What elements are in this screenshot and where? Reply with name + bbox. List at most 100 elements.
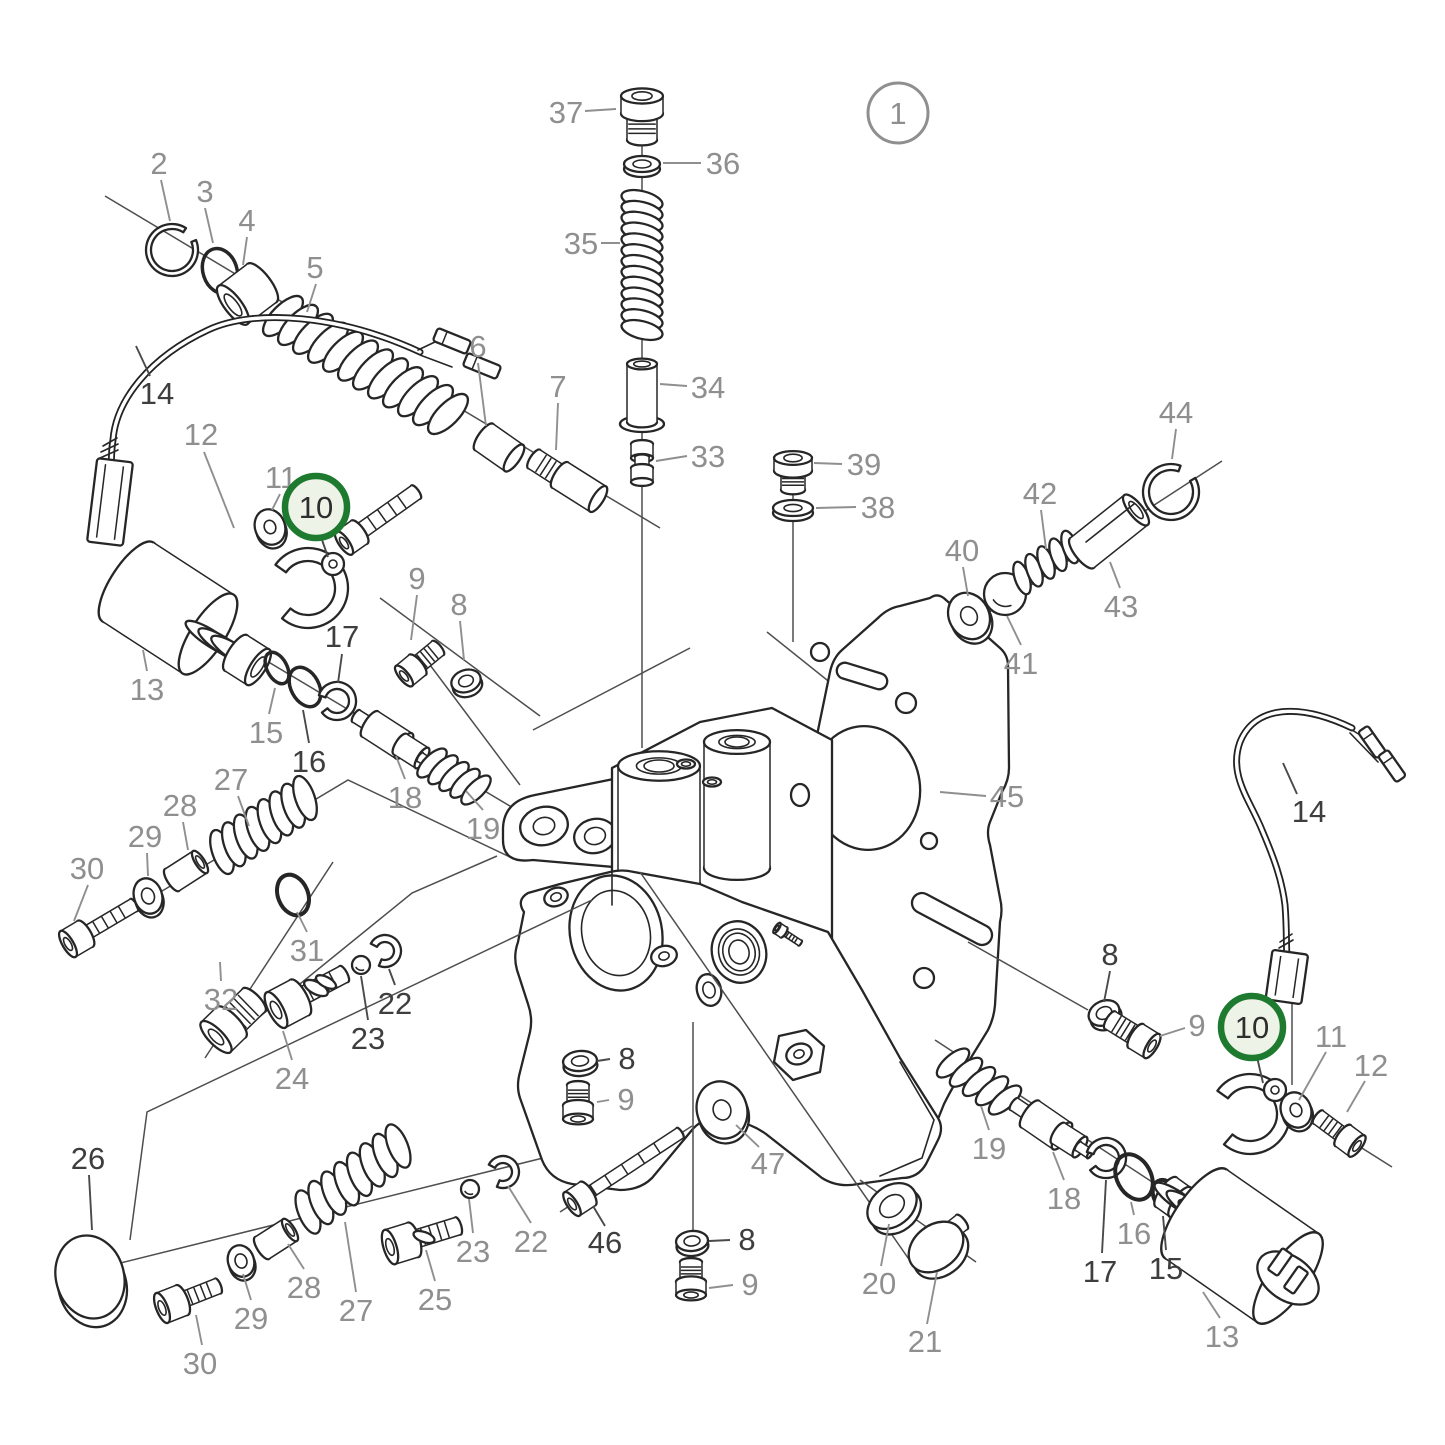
callout-18: 18	[1047, 1181, 1081, 1216]
callout-27: 27	[214, 762, 248, 797]
leader-4	[242, 236, 248, 266]
callout-28: 28	[287, 1270, 321, 1305]
part-5-spring	[261, 294, 470, 436]
part-20-washer	[866, 1181, 923, 1236]
leader-28	[287, 1243, 305, 1270]
part-39-plug-screw	[772, 450, 814, 496]
part-18-valve-spool-right	[1008, 1096, 1095, 1160]
leader-14	[135, 345, 151, 377]
part-valve-body	[501, 706, 943, 1192]
part-11-washer-right	[1279, 1091, 1315, 1133]
part-4-piston-cup	[215, 262, 280, 326]
part-9-screw-c2	[674, 1256, 708, 1302]
callout-34: 34	[691, 370, 725, 405]
part-14-cable-left	[86, 314, 502, 547]
part-25-adjusting-screw	[380, 1216, 464, 1266]
leader-30	[195, 1314, 203, 1346]
callout-18: 18	[388, 780, 422, 815]
part-22-clip	[369, 933, 403, 969]
callout-27: 27	[339, 1293, 373, 1328]
leader-39	[813, 462, 843, 465]
callout-25: 25	[418, 1282, 452, 1317]
leader-9	[1159, 1027, 1186, 1037]
connector-right	[1264, 948, 1309, 1006]
leader-7	[555, 402, 559, 451]
callout-47: 47	[751, 1146, 785, 1181]
leader-9	[596, 1099, 610, 1103]
part-2-snap-ring	[144, 222, 200, 278]
highlight-circle	[1217, 992, 1287, 1062]
spade-terminal	[432, 327, 472, 355]
part-32-plug-screw	[199, 986, 268, 1055]
callout-44: 44	[1159, 395, 1193, 430]
highlight-circle	[281, 472, 351, 542]
callout-4: 4	[238, 203, 255, 238]
part-40-washer	[946, 591, 994, 645]
leader-16	[302, 709, 310, 744]
part-22-clip-2	[487, 1154, 521, 1190]
part-10-shift-fork-right	[1216, 1072, 1292, 1156]
part-13-solenoid-left	[97, 540, 273, 687]
part-23-ball	[350, 954, 372, 976]
leader-13	[142, 649, 148, 672]
leader-43	[1109, 561, 1121, 589]
callout-46: 46	[588, 1225, 622, 1260]
callout-8: 8	[738, 1222, 755, 1257]
callout-26: 26	[71, 1141, 105, 1176]
leader-3	[204, 207, 214, 244]
part-7-valve-piston	[526, 448, 609, 514]
leader-15	[1162, 1215, 1167, 1251]
leader-26	[88, 1174, 93, 1231]
callout-8: 8	[450, 587, 467, 622]
part-10-shift-fork-left	[274, 546, 350, 630]
part-26-cap	[54, 1234, 129, 1329]
badge-leader-10	[1256, 1056, 1264, 1084]
part-44-snap-ring	[1141, 462, 1201, 522]
leader-6	[477, 362, 487, 427]
leader-29	[146, 852, 149, 877]
leader-11	[271, 493, 281, 511]
callout-43: 43	[1104, 589, 1138, 624]
callout-30: 30	[183, 1346, 217, 1381]
part-30-bolt	[57, 897, 140, 959]
assembly-ref-circle	[866, 81, 930, 145]
callout-layer: 3736353433234567141211981315161718192728…	[70, 81, 1388, 1381]
leader-44	[1171, 428, 1177, 460]
part-8-washer-c2	[674, 1229, 710, 1258]
callout-45: 45	[990, 779, 1024, 814]
leader-14	[1282, 762, 1298, 795]
leader-8	[459, 620, 465, 661]
callout-13: 13	[130, 672, 164, 707]
part-18-valve-spool-left	[350, 708, 437, 771]
callout-5: 5	[306, 250, 323, 285]
part-17-retaining-ring-left	[317, 680, 358, 722]
part-12-screw-right	[1311, 1109, 1367, 1158]
part-9-screw-right	[1102, 1010, 1162, 1060]
leader-40	[962, 566, 969, 597]
callout-13: 13	[1205, 1319, 1239, 1354]
leader-17	[337, 653, 343, 684]
callout-29: 29	[128, 819, 162, 854]
leader-23	[360, 975, 369, 1021]
callout-23: 23	[456, 1234, 490, 1269]
leader-9	[708, 1284, 734, 1289]
callout-37: 37	[549, 95, 583, 130]
leader-34	[659, 383, 688, 387]
callout-17: 17	[1083, 1254, 1117, 1289]
callout-40: 40	[945, 533, 979, 568]
leader-12	[203, 451, 235, 529]
callout-8: 8	[1101, 937, 1118, 972]
callout-22: 22	[514, 1224, 548, 1259]
part-45-gasket	[808, 594, 1011, 1142]
part-8-washer-left	[450, 668, 484, 699]
leader-41	[1006, 615, 1022, 646]
connector-left	[86, 457, 134, 547]
part-16-o-ring-right	[1113, 1152, 1155, 1202]
leader-22	[507, 1185, 532, 1224]
callout-32: 32	[204, 982, 238, 1017]
leader-13	[1202, 1291, 1221, 1319]
callout-38: 38	[861, 490, 895, 525]
part-11-washer-left	[253, 508, 288, 550]
callout-17: 17	[325, 619, 359, 654]
leader-45	[939, 791, 987, 797]
